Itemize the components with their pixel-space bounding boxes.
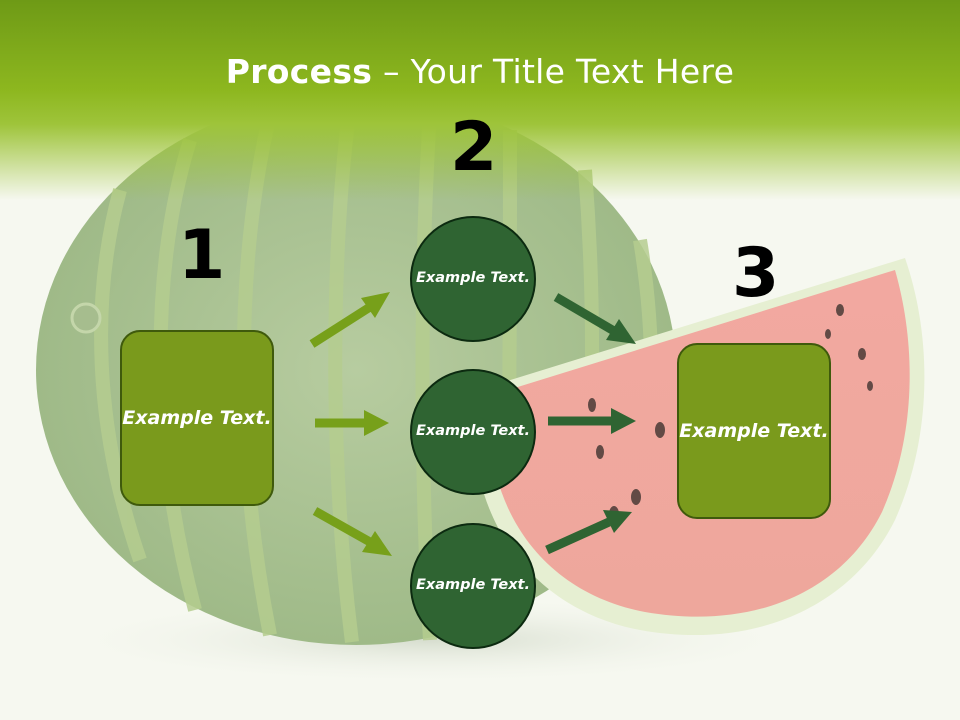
left-box-text: Example Text. [122, 406, 272, 429]
step-number-3: 3 [732, 234, 780, 313]
arrow-left-to-middle [315, 410, 389, 436]
title-rest: – Your Title Text Here [372, 52, 735, 91]
title-bold: Process [225, 52, 373, 91]
arrow-top-to-right [553, 293, 636, 344]
arrow-left-to-top [309, 292, 390, 348]
circle-bottom: Example Text. [410, 523, 536, 649]
circle-bottom-text: Example Text. [415, 577, 531, 594]
left-process-box: Example Text. [120, 330, 274, 506]
circle-middle-text: Example Text. [415, 423, 531, 440]
right-box-text: Example Text. [679, 419, 829, 442]
step-number-1: 1 [178, 216, 226, 295]
header-band [0, 0, 960, 200]
circle-top-text: Example Text. [415, 270, 531, 287]
slide-title: Process – Your Title Text Here [0, 52, 960, 91]
step-number-2: 2 [450, 108, 498, 187]
circle-top: Example Text. [410, 216, 536, 342]
arrow-left-to-bottom [312, 507, 392, 556]
arrow-middle-to-right [548, 408, 636, 434]
arrow-bottom-to-right [545, 510, 632, 555]
circle-middle: Example Text. [410, 369, 536, 495]
right-process-box: Example Text. [677, 343, 831, 519]
